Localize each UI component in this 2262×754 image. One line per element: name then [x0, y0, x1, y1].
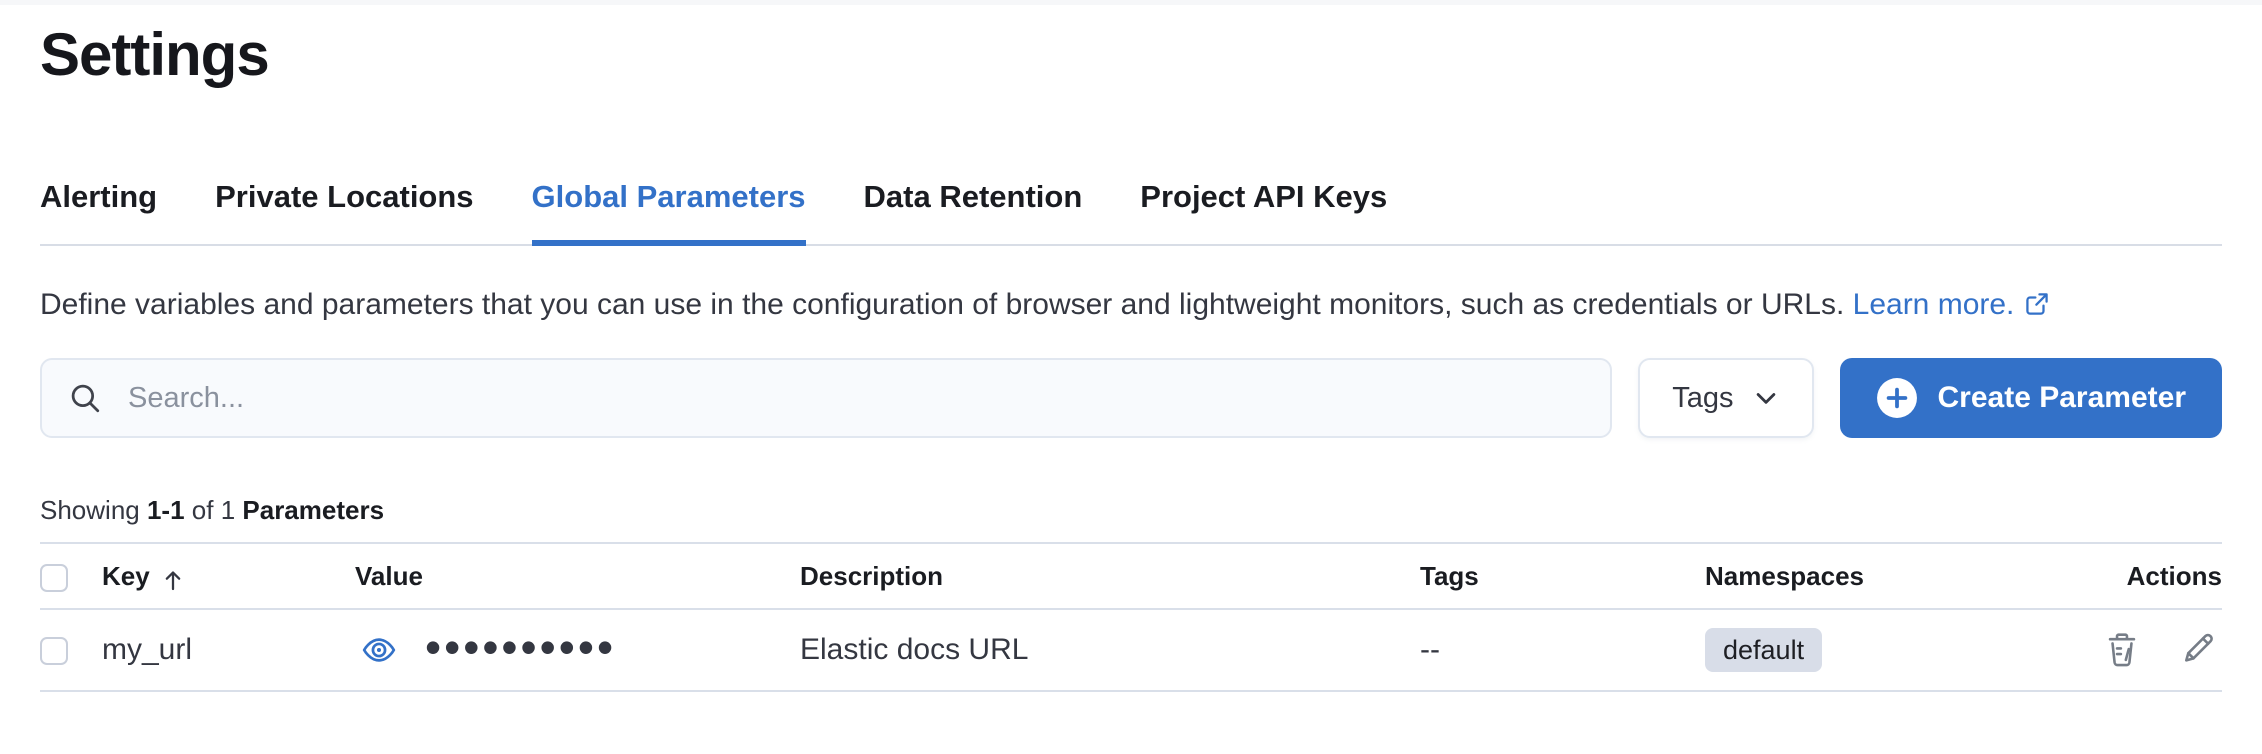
window-top-edge: [0, 0, 2262, 5]
edit-parameter-button[interactable]: [2180, 632, 2216, 668]
row-actions: [2005, 632, 2222, 668]
search-box[interactable]: [40, 358, 1613, 438]
namespace-badge: default: [1705, 628, 1823, 672]
external-link-icon: [2026, 293, 2049, 315]
eye-icon: [362, 638, 396, 662]
search-icon: [71, 384, 100, 413]
tab-global-parameters[interactable]: Global Parameters: [531, 178, 806, 246]
showing-label: Showing: [40, 495, 140, 525]
reveal-value-button[interactable]: [361, 632, 397, 668]
column-header-actions: Actions: [2126, 560, 2222, 591]
column-header-value: Value: [355, 560, 423, 591]
delete-parameter-button[interactable]: [2104, 632, 2140, 668]
parameter-row: my_url •••••••••• Elastic docs URL -- de…: [40, 609, 2222, 691]
chevron-down-icon: [1756, 393, 1775, 404]
results-entity: Parameters: [242, 495, 385, 525]
results-summary: Showing 1-1 of 1 Parameters: [40, 494, 2222, 526]
parameter-value-cell: ••••••••••: [355, 621, 800, 673]
tab-private-locations[interactable]: Private Locations: [215, 179, 474, 214]
search-input[interactable]: [126, 380, 1585, 416]
parameters-toolbar: Tags Create Parameter: [40, 358, 2222, 438]
plus-in-circle-icon: [1876, 378, 1917, 418]
sort-ascending-arrow-icon: [165, 571, 181, 591]
tags-filter-label: Tags: [1672, 381, 1734, 414]
column-header-key[interactable]: Key: [102, 560, 150, 591]
tab-data-retention[interactable]: Data Retention: [863, 179, 1083, 214]
pencil-icon: [2185, 633, 2213, 662]
settings-page: Settings Alerting Private Locations Glob…: [0, 16, 2262, 692]
column-header-description: Description: [800, 560, 944, 591]
column-header-tags: Tags: [1420, 560, 1479, 591]
masked-value: ••••••••••: [425, 621, 617, 673]
tags-filter-button[interactable]: Tags: [1638, 358, 1814, 438]
tab-project-api-keys[interactable]: Project API Keys: [1140, 179, 1388, 214]
create-parameter-label: Create Parameter: [1937, 381, 2186, 414]
page-title: Settings: [40, 21, 270, 88]
select-all-checkbox[interactable]: [40, 563, 68, 592]
tab-alerting[interactable]: Alerting: [40, 179, 158, 214]
row-checkbox[interactable]: [40, 637, 68, 666]
trash-icon: [2108, 633, 2136, 667]
parameter-key-cell: my_url: [102, 633, 193, 666]
settings-tabs: Alerting Private Locations Global Parame…: [40, 178, 2222, 246]
table-header-row: Key Value Description Tags Namespaces Ac…: [40, 543, 2222, 609]
learn-more-link[interactable]: Learn more.: [1853, 288, 2051, 321]
results-range: 1-1: [146, 495, 185, 525]
of-label: of 1: [191, 495, 236, 525]
learn-more-label: Learn more.: [1852, 288, 2015, 321]
description-text: Define variables and parameters that you…: [40, 288, 1845, 321]
parameters-table: Key Value Description Tags Namespaces Ac…: [40, 542, 2222, 692]
column-header-namespaces: Namespaces: [1705, 560, 1864, 591]
parameter-description-cell: Elastic docs URL: [800, 633, 1029, 666]
create-parameter-button[interactable]: Create Parameter: [1839, 358, 2222, 438]
page-description: Define variables and parameters that you…: [40, 282, 2222, 328]
parameter-tags-cell: --: [1420, 633, 1440, 666]
